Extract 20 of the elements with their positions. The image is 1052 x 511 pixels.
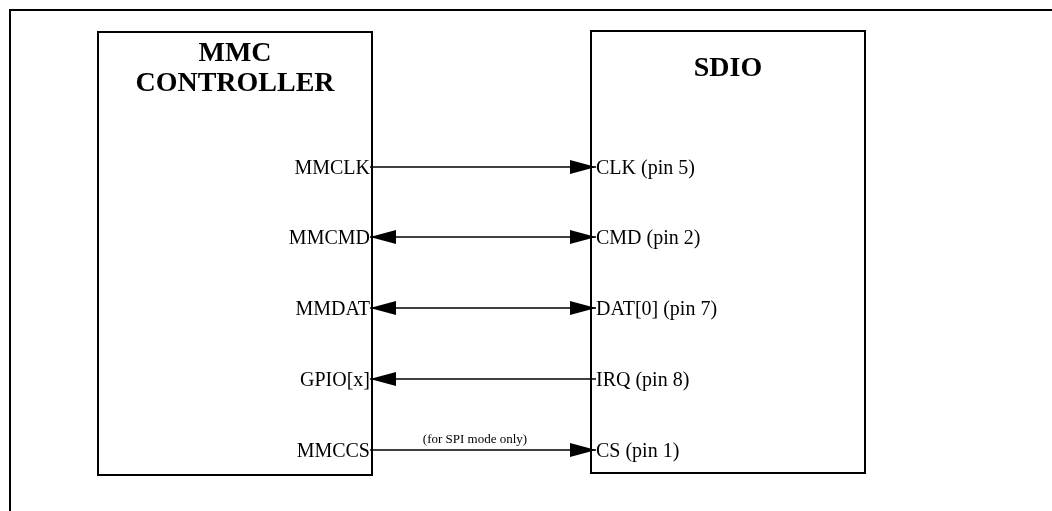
component-box <box>97 31 373 476</box>
component-title: SDIO <box>692 52 764 82</box>
pin-label: DAT[0] (pin 7) <box>596 294 796 322</box>
component-title: MMC CONTROLLER <box>134 37 336 97</box>
pin-label: MMDAT <box>240 294 370 322</box>
signal-arrow <box>369 372 597 386</box>
signal-arrow <box>369 443 597 457</box>
pin-label: MMCMD <box>240 223 370 251</box>
signal-arrow <box>369 230 597 244</box>
pin-label: MMCLK <box>240 153 370 181</box>
pin-label: GPIO[x] <box>240 365 370 393</box>
pin-label: MMCCS <box>240 436 370 464</box>
signal-arrow <box>369 160 597 174</box>
pin-label: CMD (pin 2) <box>596 223 796 251</box>
edge-label: (for SPI mode only) <box>420 432 530 446</box>
component-box <box>590 30 866 474</box>
pin-label: IRQ (pin 8) <box>596 365 796 393</box>
pin-label: CS (pin 1) <box>596 436 796 464</box>
pin-label: CLK (pin 5) <box>596 153 796 181</box>
signal-arrow <box>369 301 597 315</box>
